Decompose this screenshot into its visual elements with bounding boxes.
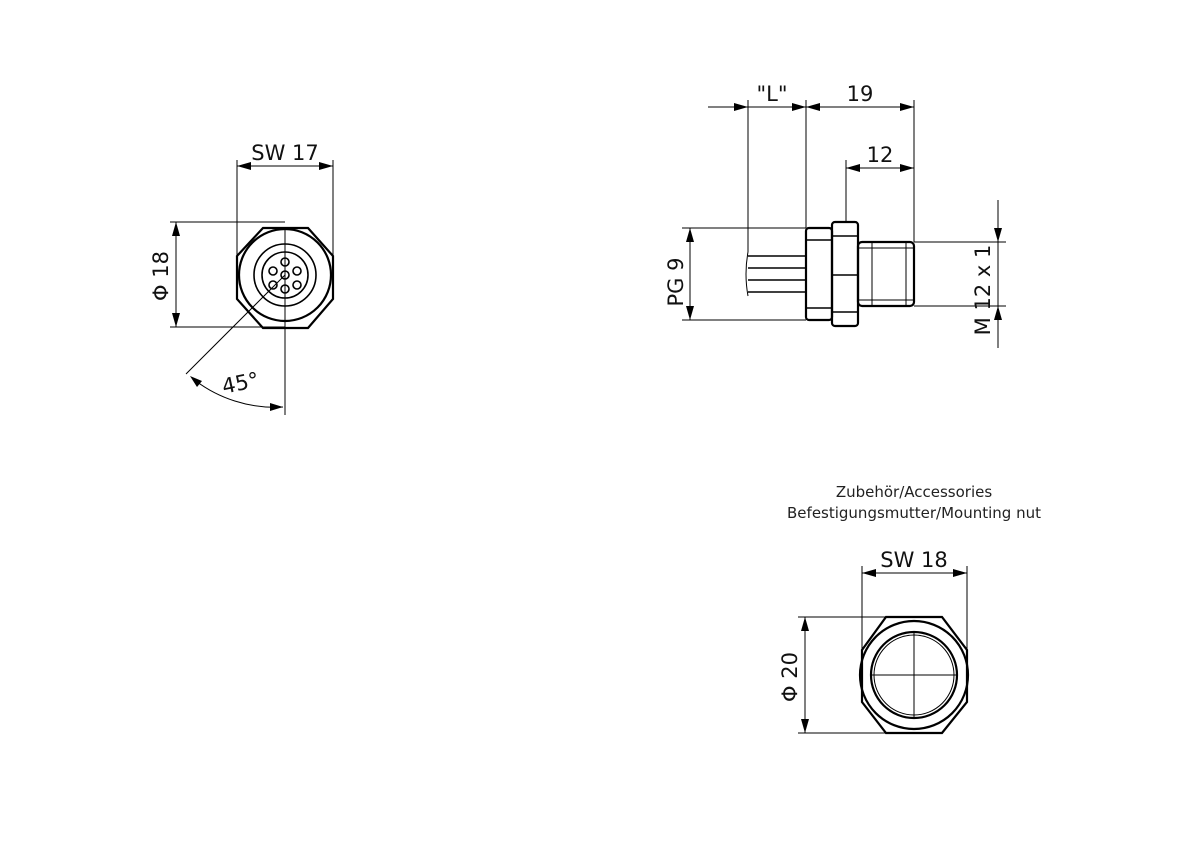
flange-body	[804, 226, 834, 322]
m12-label: M 12 x 1	[971, 245, 995, 336]
d20-arrow-bottom	[801, 719, 809, 733]
accessories-heading: Zubehör/Accessories	[836, 483, 993, 501]
accessories: Zubehör/Accessories Befestigungsmutter/M…	[778, 483, 1041, 735]
dim12-arrow-right	[900, 164, 914, 172]
dim12-arrow-left	[846, 164, 860, 172]
dimL-arrow-right	[792, 103, 806, 111]
angle-arrow-right	[270, 403, 283, 411]
wire-break	[745, 251, 749, 297]
sw18-label: SW 18	[880, 548, 948, 572]
nut-inner-bore	[869, 630, 959, 720]
side-hex-nut	[830, 220, 860, 328]
pg9-arrow-bottom	[686, 306, 694, 320]
angle-ray	[185, 274, 286, 375]
pg9-label: PG 9	[664, 258, 688, 307]
d20-label: Φ 20	[778, 652, 802, 702]
m12-arrow-bottom	[994, 306, 1002, 320]
dim19-arrow-right	[900, 103, 914, 111]
d20-arrow-top	[801, 617, 809, 631]
dim19-label: 19	[847, 82, 874, 106]
dim19-arrow-left	[806, 103, 820, 111]
pg9-arrow-top	[686, 228, 694, 242]
angle-label: 45°	[220, 368, 261, 399]
dimL-arrow-left	[734, 103, 748, 111]
pin-6	[268, 266, 278, 276]
pin-2	[292, 266, 302, 276]
side-view: "L" 19 12 PG 9 M 12 x 1	[664, 82, 1006, 348]
d18-arrow-bottom	[172, 313, 180, 327]
dim12-label: 12	[867, 143, 894, 167]
angle-arrow-left	[190, 376, 202, 387]
front-hex-outline	[235, 226, 335, 330]
nut-hex-outline	[860, 615, 969, 735]
sw17-arrow-right	[319, 162, 333, 170]
front-view: SW 17 Φ 18 45°	[149, 141, 335, 415]
sw18-arrow-right	[953, 569, 967, 577]
dimL-label: "L"	[756, 82, 787, 106]
d18-arrow-top	[172, 222, 180, 236]
accessories-item: Befestigungsmutter/Mounting nut	[787, 504, 1041, 522]
m12-arrow-top	[994, 228, 1002, 242]
m12-thread-body	[856, 240, 916, 308]
sw17-arrow-left	[237, 162, 251, 170]
sw18-arrow-left	[862, 569, 876, 577]
pin-3	[292, 280, 302, 290]
sw17-label: SW 17	[251, 141, 319, 165]
pin-5	[268, 280, 278, 290]
d18-label: Φ 18	[149, 251, 173, 301]
nut-outer-circle	[858, 619, 970, 731]
